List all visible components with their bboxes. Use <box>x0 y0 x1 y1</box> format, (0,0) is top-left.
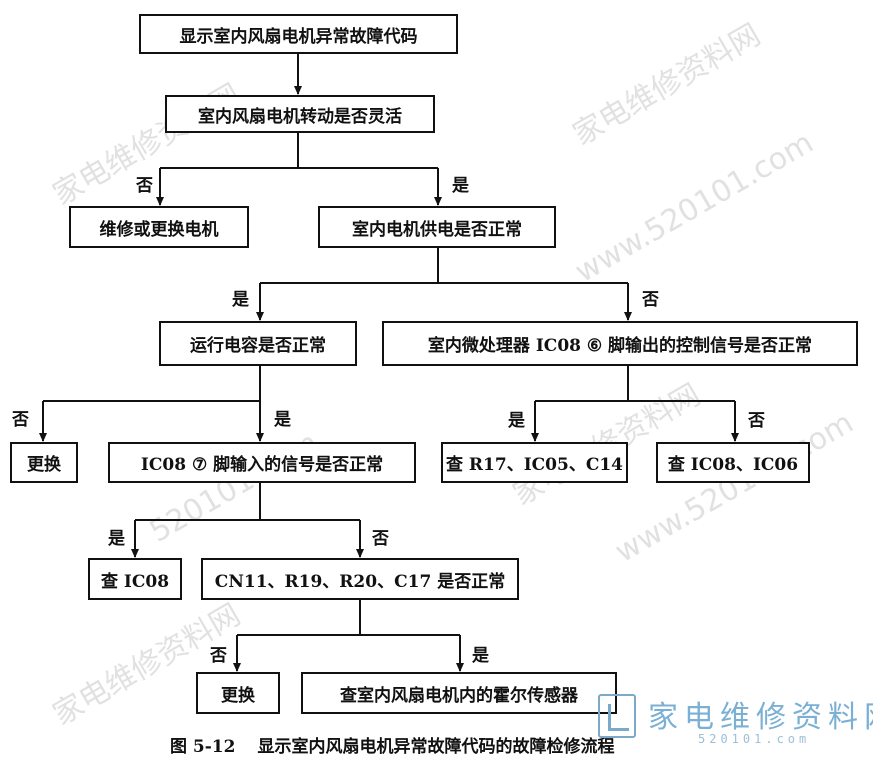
site-logo: 家电维修资料网 520101.com <box>598 688 873 752</box>
node-replace-1: 更换 <box>10 442 78 483</box>
logo-site-text: 520101.com <box>698 732 811 746</box>
label-power-no: 否 <box>642 290 659 310</box>
label-mcu-yes: 是 <box>508 411 525 431</box>
label-rotate-no: 否 <box>136 176 153 196</box>
node-display-fault-code: 显示室内风扇电机异常故障代码 <box>139 14 458 54</box>
node-run-capacitor-check: 运行电容是否正常 <box>159 321 357 366</box>
figure-caption: 图 5-12 显示室内风扇电机异常故障代码的故障检修流程 <box>170 732 614 757</box>
node-check-ic08-ic06: 查 IC08、IC06 <box>656 442 810 483</box>
label-mcu-no: 否 <box>748 411 765 431</box>
node-mcu-pin6-signal-check: 室内微处理器 IC08 ⑥ 脚输出的控制信号是否正常 <box>382 321 858 366</box>
node-check-ic08: 查 IC08 <box>88 558 182 600</box>
node-check-r17-ic05-c14: 查 R17、IC05、C14 <box>441 442 628 483</box>
node-check-hall-sensor: 查室内风扇电机内的霍尔传感器 <box>301 672 617 714</box>
node-motor-rotation-check: 室内风扇电机转动是否灵活 <box>165 95 435 133</box>
figure-number: 图 5-12 <box>170 737 236 757</box>
label-cn11-no: 否 <box>210 646 227 666</box>
label-ic08-yes: 是 <box>108 529 125 549</box>
node-replace-2: 更换 <box>196 672 280 714</box>
node-cn11-r19-r20-c17-check: CN11、R19、R20、C17 是否正常 <box>201 558 519 600</box>
logo-brand-text: 家电维修资料网 <box>648 700 873 735</box>
label-ic08-no: 否 <box>372 529 389 549</box>
node-motor-power-check: 室内电机供电是否正常 <box>318 206 556 248</box>
logo-mark-icon <box>598 694 636 738</box>
figure-title: 显示室内风扇电机异常故障代码的故障检修流程 <box>257 737 615 757</box>
label-capacitor-yes: 是 <box>274 410 291 430</box>
label-capacitor-no: 否 <box>12 410 29 430</box>
node-repair-or-replace-motor: 维修或更换电机 <box>69 206 249 248</box>
label-rotate-yes: 是 <box>452 176 469 196</box>
label-cn11-yes: 是 <box>472 646 489 666</box>
node-ic08-pin7-input-check: IC08 ⑦ 脚输入的信号是否正常 <box>108 442 416 483</box>
label-power-yes: 是 <box>232 290 249 310</box>
